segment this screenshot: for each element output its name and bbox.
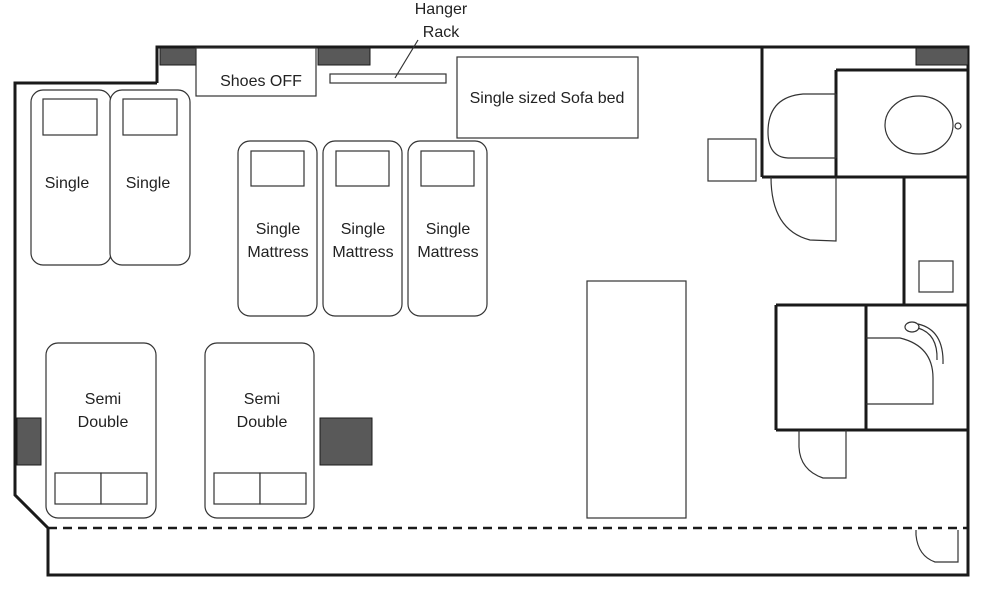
outer-walls (13, 45, 970, 577)
single-bed-2: Single (109, 89, 191, 266)
sofa-bed-label: Single sized Sofa bed (470, 90, 625, 107)
single-mattress-1: Single Mattress (237, 140, 318, 317)
hanger-rack: Hanger Rack (329, 1, 468, 84)
semi-double-bed-2-label-line1: Semi (244, 391, 280, 408)
single-mattress-1-label-line2: Mattress (247, 244, 308, 261)
single-mattress-3-label-line1: Single (426, 221, 471, 238)
sofa-bed: Single sized Sofa bed (456, 56, 639, 139)
toilet-door-swing (767, 93, 836, 159)
single-bed-1-label: Single (45, 175, 90, 192)
single-mattress-2-label-line1: Single (341, 221, 386, 238)
shower-head-icon (904, 321, 920, 333)
long-table (586, 280, 687, 519)
single-mattress-1-label-line1: Single (256, 221, 301, 238)
semi-double-bed-1-label-line2: Double (78, 414, 129, 431)
single-mattress-2-label-line2: Mattress (332, 244, 393, 261)
single-bed-2-label: Single (126, 175, 171, 192)
single-mattress-3: Single Mattress (407, 140, 488, 317)
single-mattress-3-label-line2: Mattress (417, 244, 478, 261)
shoes-off-area: Shoes OFF (195, 47, 317, 97)
semi-double-bed-2: Semi Double (204, 342, 315, 519)
semi-double-bed-1: Semi Double (45, 342, 157, 519)
bathroom-door-swing (798, 430, 847, 479)
shower-door-swing (866, 337, 934, 405)
single-mattress-2: Single Mattress (322, 140, 403, 317)
semi-double-bed-2-label-line2: Double (237, 414, 288, 431)
small-cabinet (707, 138, 757, 182)
semi-double-bed-1-label-line1: Semi (85, 391, 121, 408)
bathroom (774, 303, 968, 479)
corridor-door (770, 176, 837, 242)
single-bed-1: Single (30, 89, 112, 266)
hanger-rack-label-line2: Rack (423, 24, 460, 41)
toilet-room (760, 47, 968, 179)
utility-closet (902, 177, 954, 305)
hanger-rack-label-line1: Hanger (415, 1, 468, 18)
toilet-icon (884, 95, 954, 155)
corner-door (915, 530, 959, 563)
shoes-off-label: Shoes OFF (220, 73, 302, 90)
